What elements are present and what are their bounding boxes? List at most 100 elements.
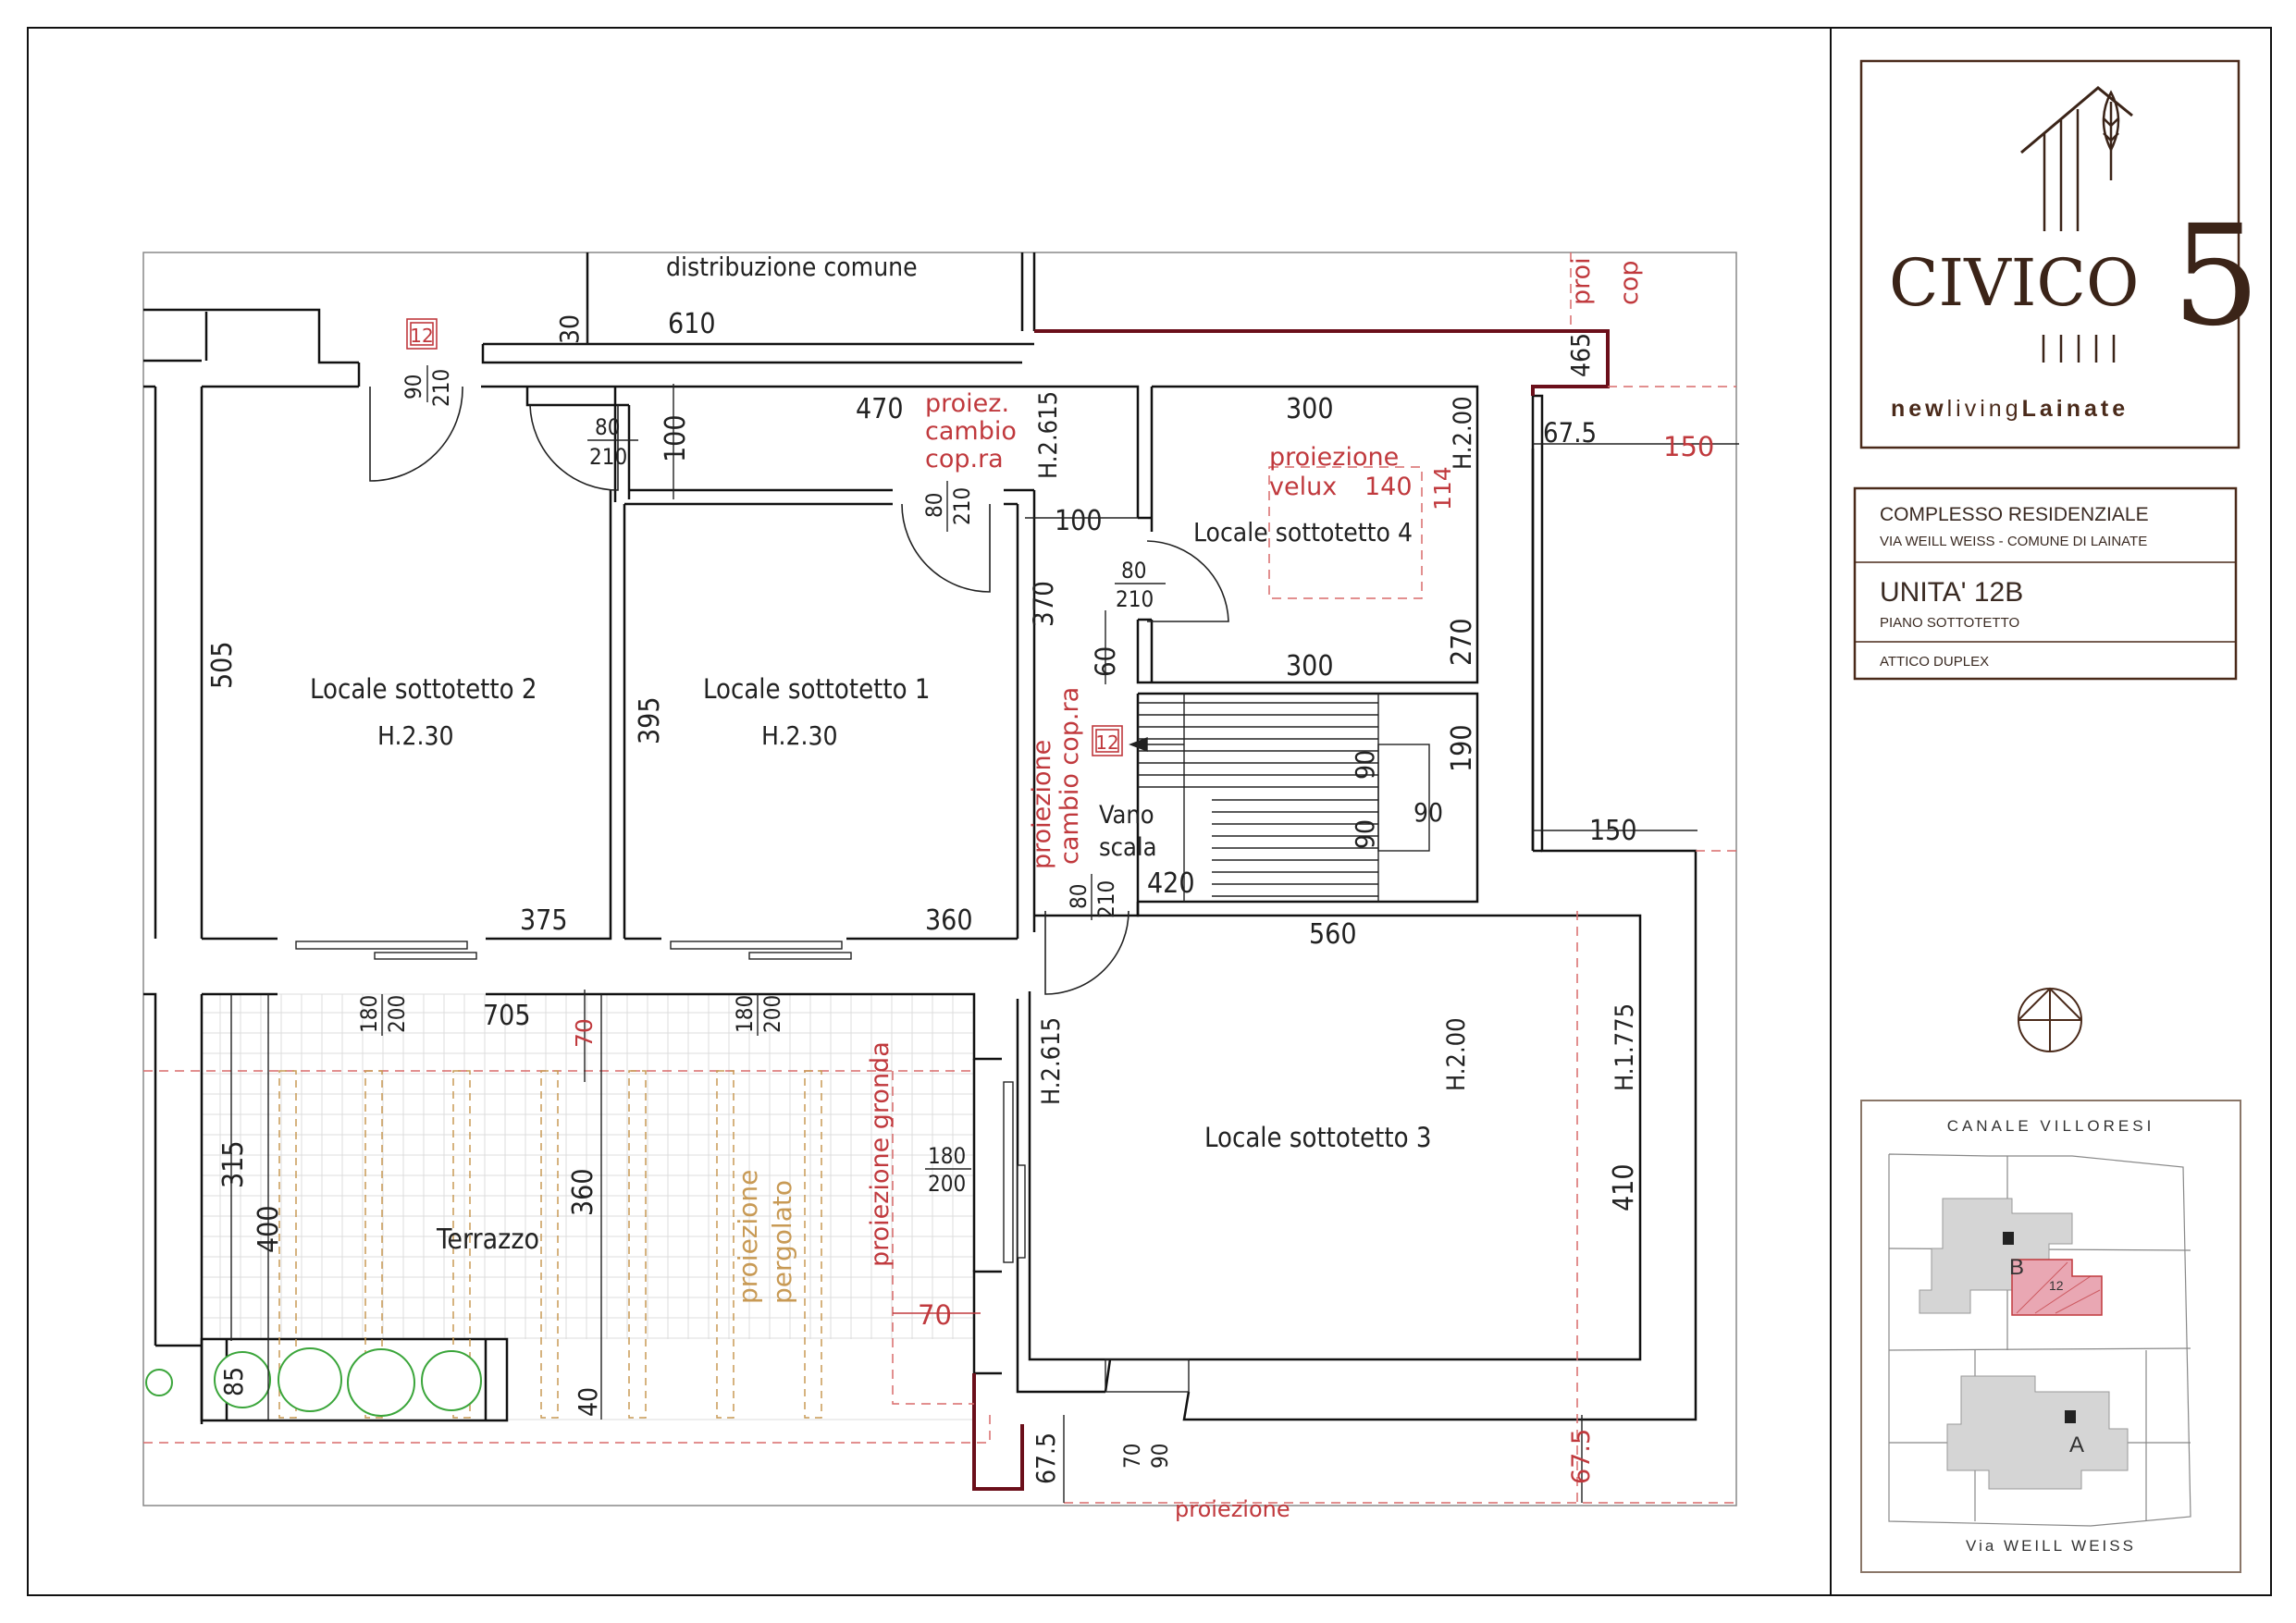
map-building-b: B [2009, 1255, 2024, 1280]
dim-40: 40 [573, 1387, 603, 1417]
room-label-3: Locale sottotetto 3 [1204, 1122, 1431, 1153]
dim-300-bottom: 300 [1286, 650, 1334, 682]
window-a-size: 180 200 [356, 994, 410, 1036]
dim-270: 270 [1446, 618, 1478, 666]
proj-velux-line2: velux [1269, 473, 1337, 501]
opening-b: 80 210 [587, 414, 638, 470]
proj-cambio-line3: cop.ra [925, 445, 1004, 473]
room-label-common: distribuzione comune [666, 252, 918, 282]
leaf-icon [2102, 90, 2120, 180]
svg-text:80: 80 [921, 493, 947, 518]
dim-30: 30 [554, 314, 585, 344]
window-c-size: 180 200 [925, 1143, 971, 1197]
svg-text:200: 200 [759, 995, 785, 1033]
opening-a: 90 210 [401, 365, 454, 407]
unit-tag-top: 12 [410, 325, 433, 347]
unit-type: ATTICO DUPLEX [1880, 654, 1989, 670]
room-label-2: Locale sottotetto 2 [310, 673, 537, 705]
brand-logo: CIVICO 5 newlivingLainate [1859, 59, 2260, 449]
unit-tag-stair: 12 [1095, 732, 1118, 754]
room-label-4: Locale sottotetto 4 [1193, 517, 1413, 547]
proj-corner-line1: proi [1567, 257, 1596, 305]
dim-375: 375 [520, 904, 568, 937]
dim-90-stair: 90 [1413, 797, 1443, 828]
height-h2615-b: H.2.615 [1037, 1017, 1066, 1105]
project-title: COMPLESSO RESIDENZIALE [1880, 504, 2149, 525]
site-key-map: CANALE VILLORESI Via WEILL WEISS B 12 A [1860, 1100, 2241, 1573]
proj-vertical-line1: proiezione [1028, 740, 1056, 869]
opening-c: 80 210 [921, 481, 975, 532]
dim-610: 610 [668, 308, 716, 340]
dim-470: 470 [856, 393, 904, 425]
proj-cambio-line1: proiez. [925, 389, 1009, 418]
red-dim-150: 150 [1663, 431, 1714, 462]
proj-pergolato-line1: proiezione [733, 1170, 763, 1304]
terrace-tiles [201, 993, 975, 1420]
map-building-a: A [2069, 1432, 2084, 1457]
proj-cambio-line2: cambio [925, 417, 1017, 446]
svg-text:210: 210 [1093, 880, 1119, 918]
dim-360-terrace: 360 [567, 1168, 599, 1216]
windows [295, 941, 1190, 1393]
dim-370: 370 [1028, 581, 1059, 627]
sheet-border [27, 27, 2272, 1596]
stair-label-2: scala [1099, 833, 1157, 862]
svg-text:80: 80 [1066, 884, 1092, 909]
dim-60: 60 [1090, 646, 1121, 677]
height-h1775: H.1.775 [1611, 1003, 1639, 1091]
room-height-2: H.2.30 [377, 720, 454, 751]
house-roof-icon [2020, 86, 2133, 154]
dim-70-90-top: 70 [1119, 1444, 1145, 1469]
svg-text:210: 210 [1116, 586, 1154, 612]
north-arrow-icon [2018, 987, 2082, 1052]
stair-label-1: Vano [1099, 801, 1154, 830]
room-label-1: Locale sottotetto 1 [703, 673, 930, 705]
door-swings [369, 386, 1229, 995]
dim-90-stair-b: 90 [1350, 819, 1380, 849]
projection-lines [143, 252, 1736, 1504]
proj-bottom-cut: proiezione [1175, 1496, 1290, 1522]
svg-text:210: 210 [428, 369, 454, 407]
dim-560: 560 [1309, 918, 1357, 951]
room-tags [406, 318, 1123, 756]
dim-465: 465 [1565, 333, 1596, 377]
velux-width: 140 [1364, 473, 1413, 501]
proj-pergolato-line2: pergolato [767, 1180, 797, 1304]
height-h200-room3: H.2.00 [1442, 1017, 1471, 1091]
room-height-1: H.2.30 [761, 720, 838, 751]
height-h200-room4: H.2.00 [1449, 396, 1477, 470]
svg-text:80: 80 [1121, 558, 1146, 584]
project-info-panel: COMPLESSO RESIDENZIALE VIA WEILL WEISS -… [1853, 486, 2238, 681]
opening-e: 80 210 [1066, 874, 1119, 920]
floor-plan: 12 12 distribuzione comune Locale sottot… [142, 252, 1739, 1522]
walls [143, 252, 1697, 1424]
dimension-lines [230, 310, 1739, 1503]
svg-text:180: 180 [356, 995, 382, 1033]
map-bottom-label: Via WEILL WEISS [1966, 1537, 2136, 1555]
stair-treads [1129, 694, 1430, 902]
dim-70-90-bottom: 90 [1147, 1444, 1173, 1469]
dim-100-corridor: 100 [660, 414, 692, 462]
dim-505: 505 [206, 641, 239, 689]
dim-190: 190 [1446, 724, 1478, 772]
map-top-label: CANALE VILLORESI [1947, 1117, 2155, 1135]
dim-90-stair-a: 90 [1350, 750, 1380, 780]
dim-67-5-top: 67.5 [1543, 417, 1597, 449]
logo-tagline: newlivingLainate [1891, 396, 2129, 422]
proj-velux-line1: proiezione [1269, 443, 1399, 472]
svg-text:180: 180 [928, 1143, 966, 1169]
floor-name: PIANO SOTTOTETTO [1880, 615, 2019, 631]
plan-frame [142, 252, 1737, 1506]
room-label-terrace: Terrazzo [436, 1223, 539, 1256]
project-address: VIA WEILL WEISS - COMUNE DI LAINATE [1880, 534, 2147, 549]
height-h2615-a: H.2.615 [1034, 391, 1063, 479]
dim-360-room1: 360 [925, 904, 973, 937]
svg-text:200: 200 [928, 1171, 966, 1197]
dim-420: 420 [1147, 867, 1195, 900]
dim-150: 150 [1589, 815, 1637, 847]
dim-300-top: 300 [1286, 393, 1334, 425]
svg-text:210: 210 [949, 487, 975, 525]
unit-name: UNITA' 12B [1880, 577, 2023, 608]
dim-85: 85 [218, 1367, 249, 1396]
